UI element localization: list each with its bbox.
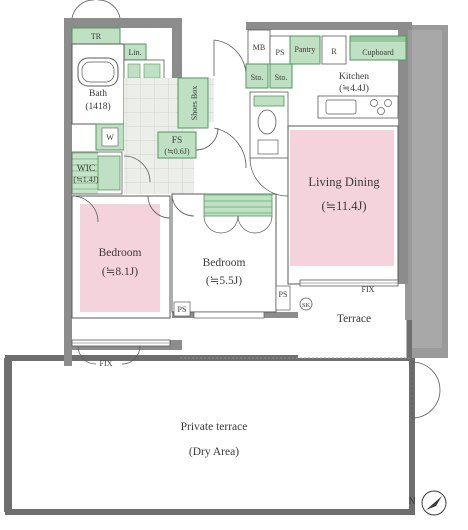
sto1-label: Sto.	[251, 73, 264, 82]
bedroom1-door	[71, 195, 171, 223]
bedroom1-label: Bedroom	[99, 247, 142, 259]
terrace-gate	[411, 361, 441, 419]
bedroom-2: Bedroom (≒5.5J) PS	[171, 193, 277, 319]
ps-bottom-label: PS	[178, 305, 187, 314]
wic-label: WIC	[77, 164, 95, 174]
lin-closet: Lin.	[123, 43, 147, 61]
bath-room: Bath (1418)	[71, 43, 125, 125]
fs-size: (≒0.6J)	[164, 147, 189, 156]
private-terrace-label: Private terrace	[181, 421, 248, 433]
bath-label: Bath	[89, 89, 107, 99]
hall-doors	[123, 127, 289, 197]
dry-area-label: (Dry Area)	[189, 446, 239, 458]
stove-icon	[370, 99, 392, 115]
fix-right-label: FIX	[362, 285, 375, 294]
terrace-area	[180, 284, 414, 359]
washer-area: W	[95, 123, 125, 151]
utility-row: MB PS Pantry R Cupboard	[247, 29, 407, 65]
fix-bottom-label: FIX	[100, 359, 113, 368]
north-label: N	[409, 497, 416, 507]
lin-label: Lin.	[128, 48, 141, 57]
private-terrace-area	[4, 355, 415, 515]
sk-label: SK	[302, 302, 311, 309]
storage-closets: Sto. Sto.	[245, 63, 293, 89]
tr-doors	[71, 0, 121, 19]
tr-room: TR	[71, 27, 121, 45]
kitchen: Kitchen (≒4.4J)	[317, 72, 399, 119]
living-label: Living Dining	[308, 175, 380, 189]
bedroom2-size: (≒5.5J)	[206, 275, 242, 287]
fridge-label: R	[331, 47, 337, 56]
bedroom1-size: (≒8.1J)	[102, 266, 138, 278]
sto2-label: Sto.	[275, 73, 288, 82]
cupboard-label: Cupboard	[362, 48, 394, 57]
bedroom-1: Bedroom (≒8.1J)	[71, 195, 171, 319]
closet-doors	[203, 215, 273, 234]
wic-size: (≒1.4J)	[73, 175, 98, 184]
kitchen-size: (≒4.4J)	[339, 83, 369, 94]
shoes-box: Shoes Box	[177, 77, 209, 129]
fs-label: FS	[172, 136, 183, 146]
living-size: (≒11.4J)	[321, 199, 366, 213]
tr-label: TR	[91, 32, 102, 41]
living-dining: Living Dining (≒11.4J)	[287, 125, 399, 285]
kitchen-label: Kitchen	[339, 72, 369, 82]
north-compass-icon: N	[409, 490, 447, 516]
toilet-room	[249, 91, 289, 159]
terrace-label: Terrace	[337, 313, 371, 325]
entry-door	[213, 39, 247, 77]
living-window: FIX	[299, 279, 399, 294]
shoes-box-label: Shoes Box	[190, 86, 199, 120]
washer-label: W	[106, 133, 114, 142]
bedroom2-label: Bedroom	[203, 257, 246, 269]
pantry-label: Pantry	[295, 45, 316, 54]
fs-storage: FS (≒0.6J)	[157, 131, 197, 159]
ps-mid: PS	[275, 285, 291, 311]
ps-top-label: PS	[276, 48, 285, 57]
wic-room: WIC (≒1.4J)	[71, 151, 123, 195]
mb-label: MB	[253, 43, 265, 52]
sk-fixture: SK	[299, 297, 313, 311]
ps-mid-label: PS	[279, 290, 288, 299]
bedroom1-window: FIX	[71, 339, 171, 368]
bath-size: (1418)	[85, 101, 110, 112]
